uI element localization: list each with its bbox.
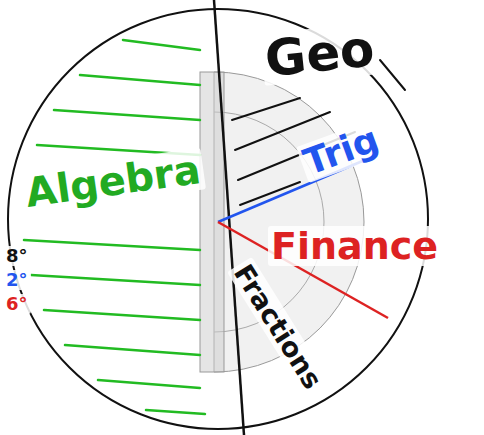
- angle-label: 8°: [3, 246, 31, 266]
- geo-hatching: [232, 60, 405, 205]
- sector-label: Geo: [260, 22, 380, 86]
- sector-label: Algebra: [20, 148, 206, 215]
- angle-label: 6°: [3, 294, 31, 314]
- algebra-hatching: [24, 40, 205, 414]
- sector-label: Finance: [268, 226, 441, 266]
- angle-label: 2°: [3, 270, 31, 290]
